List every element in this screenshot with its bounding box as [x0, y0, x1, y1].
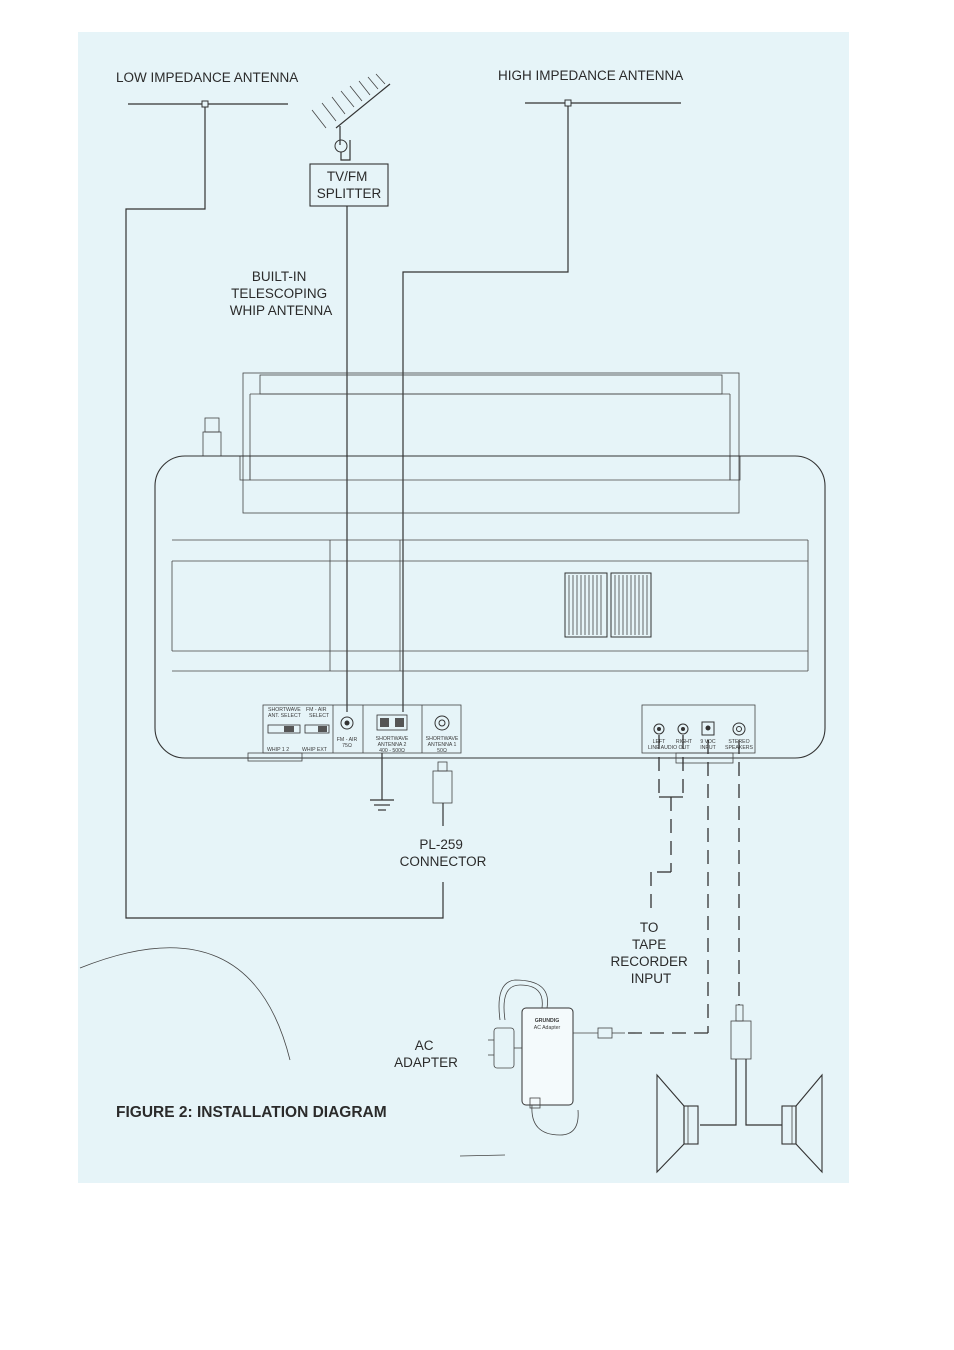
pl259-connector-icon — [432, 761, 453, 826]
tape-recorder-label: TO TAPE RECORDER INPUT — [610, 920, 691, 986]
svg-text:WHIP 1 2: WHIP 1 2 — [267, 747, 289, 753]
speaker-grill-left — [564, 572, 608, 638]
decorative-dash — [459, 1154, 506, 1157]
whip-antenna-label: BUILT-IN TELESCOPING WHIP ANTENNA — [230, 269, 333, 318]
sw-antenna-1-jack[interactable] — [434, 715, 450, 731]
paper-background — [78, 32, 849, 1183]
low-impedance-antenna-label: LOW IMPEDANCE ANTENNA — [116, 70, 298, 85]
dc-input-jack[interactable] — [701, 721, 715, 736]
high-impedance-antenna — [402, 99, 681, 712]
ac-adapter-icon: GRUNDIG AC Adapter — [488, 979, 625, 1136]
svg-text:LINE AUDIO OUT: LINE AUDIO OUT — [648, 745, 690, 751]
dc-power-cable — [625, 740, 709, 1034]
high-impedance-antenna-label: HIGH IMPEDANCE ANTENNA — [498, 68, 683, 83]
right-line-out-jack[interactable] — [677, 723, 689, 735]
figure-title: FIGURE 2: INSTALLATION DIAGRAM — [116, 1104, 387, 1121]
fm-air-jack[interactable] — [340, 716, 354, 730]
stereo-speakers-jack[interactable] — [732, 722, 746, 736]
tv-fm-splitter-label: TV/FM SPLITTER — [317, 169, 382, 201]
low-impedance-antenna — [125, 100, 444, 919]
speaker-grill-right — [610, 572, 652, 638]
tv-fm-antenna-icon — [311, 73, 391, 161]
sw-ant-select-switch[interactable] — [267, 724, 301, 734]
svg-text:WHIP EXT: WHIP EXT — [302, 747, 328, 753]
ac-adapter-label: AC ADAPTER — [394, 1038, 458, 1070]
ground-icon — [370, 753, 394, 811]
svg-text:AC Adapter: AC Adapter — [534, 1025, 561, 1031]
radio-body — [154, 372, 826, 759]
right-speaker-icon — [781, 1073, 823, 1174]
pl259-label: PL-259 CONNECTOR — [400, 837, 487, 869]
speaker-cable — [700, 740, 782, 1126]
svg-text:RIGHT: RIGHT — [676, 739, 693, 745]
decorative-arc — [79, 947, 291, 1061]
left-line-out-jack[interactable] — [653, 723, 665, 735]
fm-air-select-switch[interactable] — [304, 724, 330, 734]
tape-recorder-cable — [650, 735, 684, 915]
sw-antenna-2-terminals[interactable] — [376, 714, 408, 731]
left-speaker-icon — [656, 1073, 699, 1174]
svg-text:GRUNDIG: GRUNDIG — [535, 1018, 560, 1024]
tv-fm-splitter-box — [309, 163, 389, 207]
